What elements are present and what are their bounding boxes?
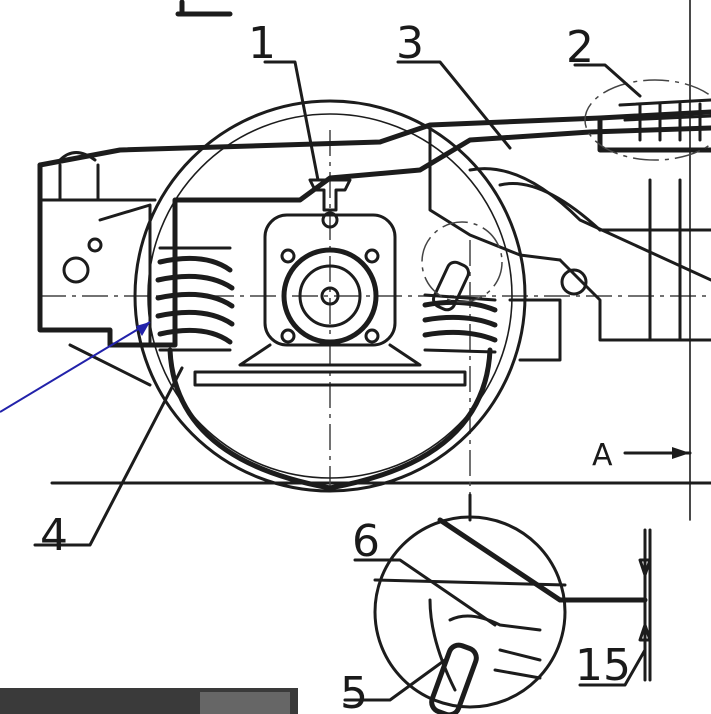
view-a-label: A xyxy=(592,438,613,473)
right-coil-spring xyxy=(421,221,503,354)
label-5: 5 xyxy=(340,668,368,714)
leader-3 xyxy=(396,60,512,150)
leader-6 xyxy=(353,558,497,627)
left-coil-spring xyxy=(155,246,235,352)
label-6: 6 xyxy=(352,516,380,567)
photo-strip-highlight xyxy=(200,692,290,714)
wheel xyxy=(133,99,527,493)
leader-2 xyxy=(573,63,642,98)
view-a-arrow xyxy=(623,447,692,459)
label-1: 1 xyxy=(248,18,276,69)
side-frame xyxy=(37,109,711,387)
leader-1 xyxy=(263,60,320,182)
leader-5 xyxy=(343,658,447,702)
top-left-partial-mark xyxy=(175,0,233,17)
detail-view xyxy=(373,493,652,714)
label-2: 2 xyxy=(566,22,594,73)
axle-box xyxy=(238,178,422,367)
label-3: 3 xyxy=(396,18,424,69)
pointer-arrow xyxy=(0,321,151,413)
label-4: 4 xyxy=(40,510,68,561)
leader-4 xyxy=(33,366,184,547)
label-15: 15 xyxy=(575,640,631,691)
bolster-gear xyxy=(584,79,711,161)
leader-15 xyxy=(578,648,647,687)
